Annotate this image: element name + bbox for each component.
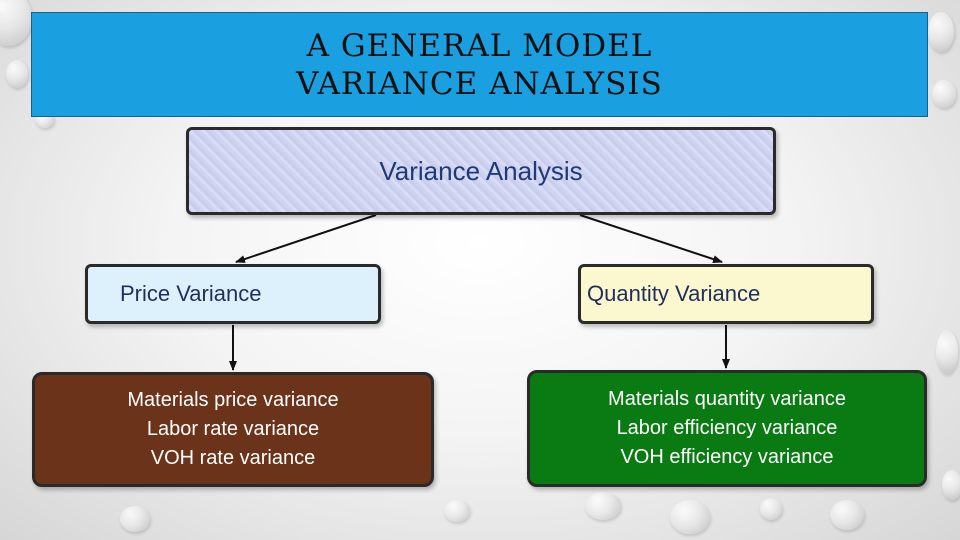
list-item: Materials quantity variance <box>608 388 846 410</box>
connector-root-to-price <box>235 214 377 263</box>
variance-analysis-box: Variance Analysis <box>186 127 776 215</box>
droplet-decoration <box>760 498 782 520</box>
quantity-variance-box: Quantity Variance <box>578 264 874 324</box>
list-item: VOH efficiency variance <box>620 446 834 468</box>
quantity-variance-details-box: Materials quantity variance Labor effici… <box>527 370 927 487</box>
droplet-decoration <box>942 470 960 500</box>
list-item: Labor rate variance <box>146 418 320 440</box>
droplet-decoration <box>120 506 150 532</box>
quantity-variance-label: Quantity Variance <box>587 281 761 306</box>
droplet-decoration <box>830 500 864 530</box>
droplet-decoration <box>444 500 470 522</box>
variance-analysis-label: Variance Analysis <box>379 155 583 186</box>
price-variance-label: Price Variance <box>120 281 262 306</box>
price-variance-details-box: Materials price variance Labor rate vari… <box>32 372 434 487</box>
droplet-decoration <box>936 330 958 374</box>
droplet-decoration <box>6 60 28 88</box>
list-item: Labor efficiency variance <box>616 417 838 439</box>
droplet-decoration <box>932 80 956 108</box>
droplet-decoration <box>670 500 710 534</box>
connector-root-to-quantity <box>579 214 723 263</box>
list-item: VOH rate variance <box>150 447 316 469</box>
title-banner: A GENERAL MODEL VARIANCE ANALYSIS <box>31 12 928 117</box>
droplet-decoration <box>585 492 621 520</box>
price-variance-box: Price Variance <box>85 264 381 324</box>
list-item: Materials price variance <box>127 389 339 411</box>
title-line-2: VARIANCE ANALYSIS <box>296 65 663 102</box>
title-line-1: A GENERAL MODEL <box>306 27 653 64</box>
droplet-decoration <box>928 12 954 52</box>
